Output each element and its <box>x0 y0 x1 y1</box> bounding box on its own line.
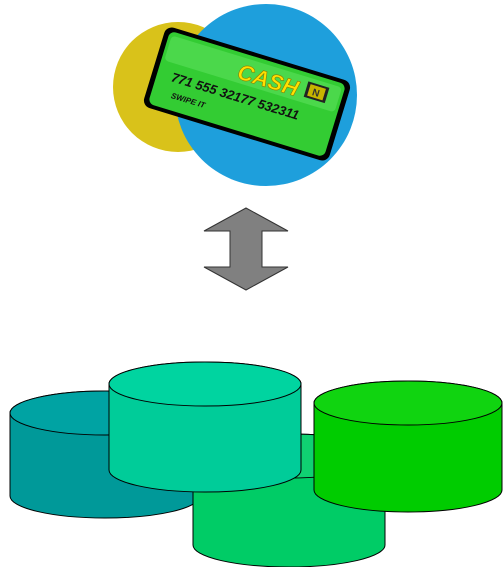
card-chip-icon: N <box>303 81 330 104</box>
credit-card-icon: CASH N 771 555 32177 532311 SWIPE IT <box>113 4 357 186</box>
database-cylinder-icon <box>108 361 302 493</box>
double-arrow-icon <box>203 207 289 291</box>
card-chip-text: N <box>311 87 321 100</box>
database-cylinder-icon <box>313 380 503 513</box>
database-group <box>9 361 503 567</box>
